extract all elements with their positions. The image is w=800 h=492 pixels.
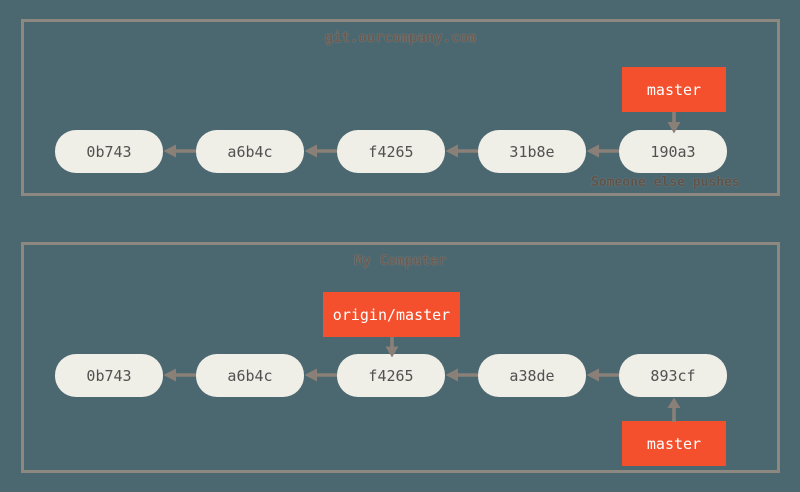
commit-node[interactable]: a38de [478, 354, 586, 397]
parent-arrow-icon [445, 368, 478, 382]
parent-arrow-icon [163, 368, 196, 382]
ref-pointer-arrow-icon [385, 337, 399, 358]
panel-local-repository: My Computer [21, 242, 780, 473]
parent-arrow-icon [586, 368, 619, 382]
annotation-note: Someone else pushes [591, 175, 740, 190]
commit-node[interactable]: 0b743 [55, 130, 163, 173]
commit-node[interactable]: 893cf [619, 354, 727, 397]
parent-arrow-icon [445, 144, 478, 158]
panel-remote-repository: git.ourcompany.com [21, 19, 780, 196]
commit-node[interactable]: a6b4c [196, 354, 304, 397]
commit-node[interactable]: 190a3 [619, 130, 727, 173]
commit-node[interactable]: a6b4c [196, 130, 304, 173]
parent-arrow-icon [304, 368, 337, 382]
parent-arrow-icon [163, 144, 196, 158]
ref-label-master[interactable]: master [622, 67, 726, 112]
panel-local-title: My Computer [354, 253, 447, 269]
ref-label-origin-master[interactable]: origin/master [323, 292, 460, 337]
ref-pointer-arrow-icon [667, 397, 681, 422]
commit-node[interactable]: f4265 [337, 130, 445, 173]
panel-remote-title: git.ourcompany.com [324, 30, 477, 46]
parent-arrow-icon [304, 144, 337, 158]
commit-node[interactable]: 0b743 [55, 354, 163, 397]
ref-label-master[interactable]: master [622, 421, 726, 466]
commit-node[interactable]: 31b8e [478, 130, 586, 173]
commit-node[interactable]: f4265 [337, 354, 445, 397]
ref-pointer-arrow-icon [667, 112, 681, 134]
parent-arrow-icon [586, 144, 619, 158]
